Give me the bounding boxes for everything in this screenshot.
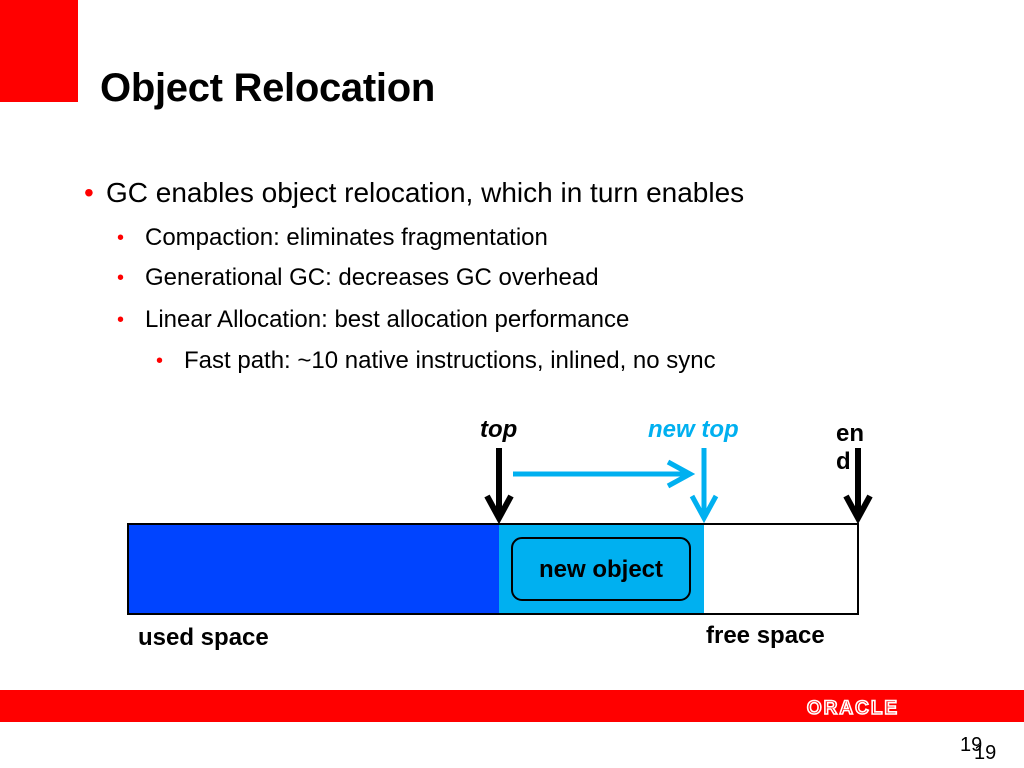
bullet-marker: • (117, 309, 125, 331)
page-number: 19 (960, 734, 983, 756)
new-object-box (511, 537, 691, 601)
new-object-label: new object (538, 556, 664, 583)
bullet-item: • Generational GC: decreases GC overhead (117, 263, 599, 293)
end-arrow-icon (843, 448, 873, 525)
move-right-arrow-icon (513, 459, 696, 489)
free-space-label: free space (706, 622, 825, 649)
red-corner-block (0, 0, 78, 102)
bullet-marker: • (117, 227, 125, 249)
bullet-marker: • (84, 177, 94, 208)
footer-bar (0, 690, 1024, 722)
new-top-arrow-icon (689, 448, 719, 524)
used-space-label: used space (138, 624, 269, 651)
bullet-item: • Linear Allocation: best allocation per… (117, 305, 630, 335)
free-space-segment (704, 524, 858, 614)
slide-title: Object Relocation (100, 66, 435, 110)
bullet-item: • GC enables object relocation, which in… (84, 175, 745, 211)
end-pointer-label: end (836, 420, 865, 475)
bullet-text: GC enables object relocation, which in t… (106, 177, 745, 208)
svg-text:ORACLE: ORACLE (807, 698, 899, 717)
bullet-item: • Fast path: ~10 native instructions, in… (156, 346, 716, 376)
top-pointer-label: top (480, 416, 518, 443)
bullet-marker: • (156, 350, 164, 372)
top-arrow-icon (484, 448, 514, 525)
bullet-text: Generational GC: decreases GC overhead (145, 264, 599, 291)
bullet-text: Fast path: ~10 native instructions, inli… (184, 347, 716, 374)
memory-bar-outline (127, 523, 859, 615)
bullet-marker: • (117, 267, 125, 289)
page-number-duplicate: 19 (974, 742, 997, 764)
bullet-text: Linear Allocation: best allocation perfo… (145, 306, 630, 333)
used-space-segment (128, 524, 499, 614)
bullet-item: • Compaction: eliminates fragmentation (117, 223, 548, 253)
new-top-pointer-label: new top (648, 416, 739, 443)
oracle-logo: ORACLE (806, 697, 899, 717)
bullet-text: Compaction: eliminates fragmentation (145, 224, 548, 251)
